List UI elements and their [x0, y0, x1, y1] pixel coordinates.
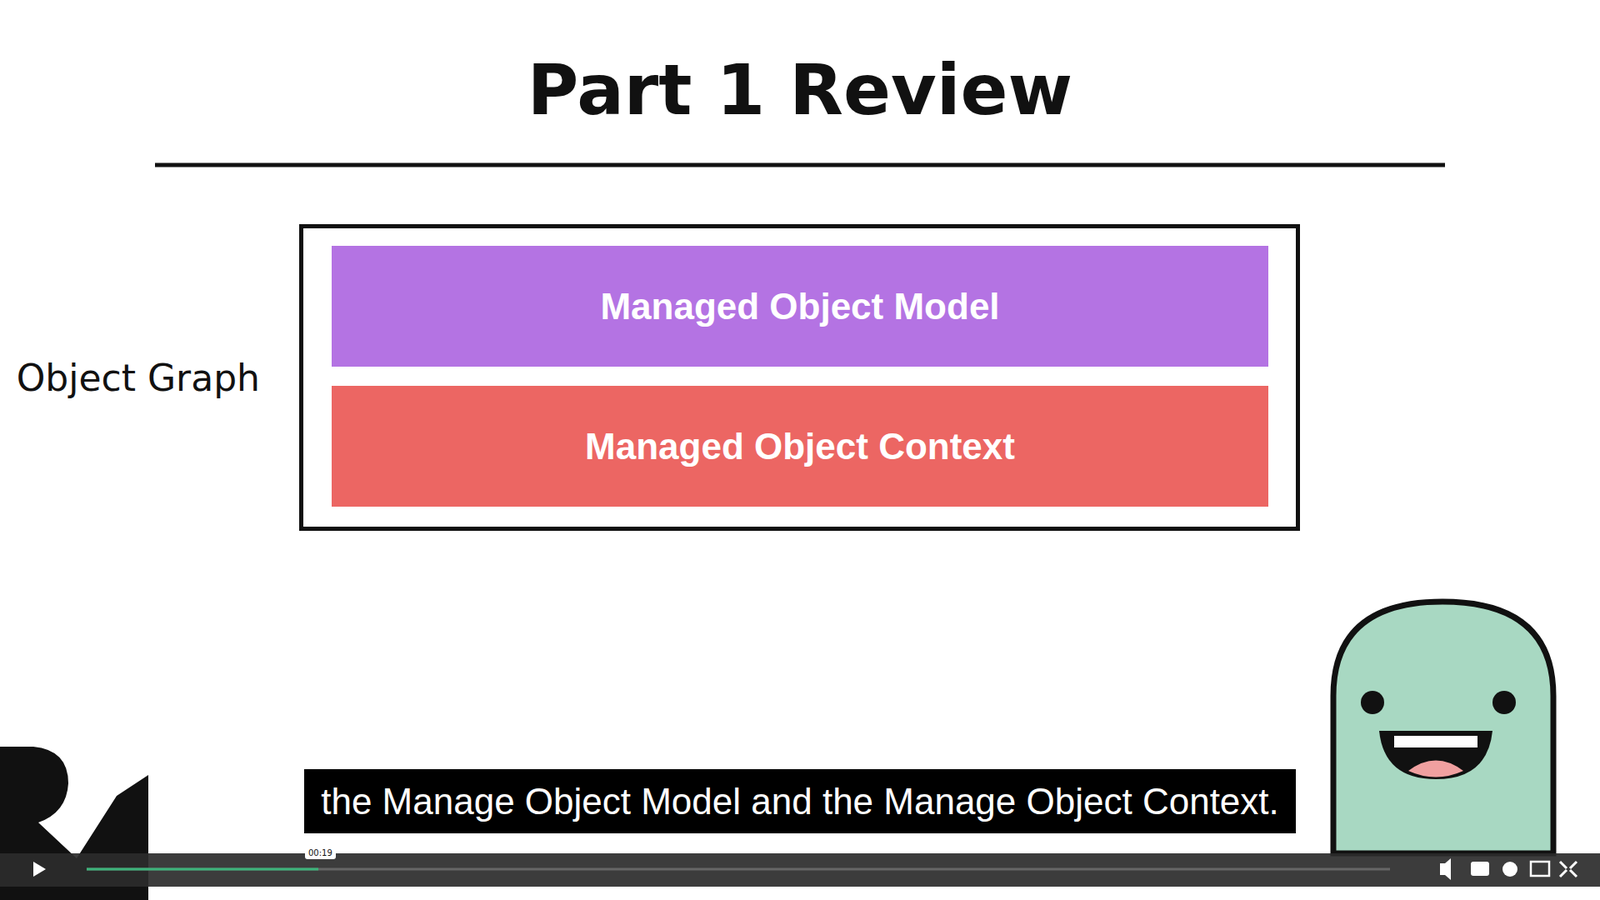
- timestamp-label: 00:19: [305, 847, 336, 860]
- title-rule: [155, 163, 1445, 168]
- captions-icon: [1470, 861, 1490, 876]
- settings-icon: [1502, 861, 1518, 877]
- progress-fill: [86, 868, 319, 871]
- mascot-mouth: [1379, 730, 1493, 780]
- mascot-teeth: [1394, 735, 1478, 748]
- object-graph-frame: Object GraphManaged Object ModelManaged …: [299, 224, 1300, 531]
- model-band: Managed Object Model: [331, 245, 1269, 367]
- mascot: [1333, 601, 1554, 854]
- video-subtitle: the Manage Object Model and the Manage O…: [304, 769, 1296, 834]
- band-label: Managed Object Model: [600, 285, 1000, 328]
- mascot-eye: [1492, 690, 1516, 715]
- play-icon: [33, 861, 46, 877]
- mascot-eye: [1360, 690, 1385, 715]
- fullscreen-icon: [1560, 861, 1577, 877]
- progress-track: [86, 868, 1390, 871]
- mascot-body: [1333, 601, 1554, 854]
- context-band: Managed Object Context: [331, 385, 1269, 507]
- volume-icon: [1440, 858, 1451, 880]
- slide-title: Part 1 Review: [0, 48, 1600, 132]
- player-background: [0, 853, 1600, 887]
- pip-icon: [1530, 861, 1550, 876]
- mascot-tongue: [1408, 760, 1464, 778]
- band-label: Managed Object Context: [585, 425, 1015, 468]
- group-heading: Object Graph: [16, 356, 260, 400]
- player-bar: [0, 853, 1600, 887]
